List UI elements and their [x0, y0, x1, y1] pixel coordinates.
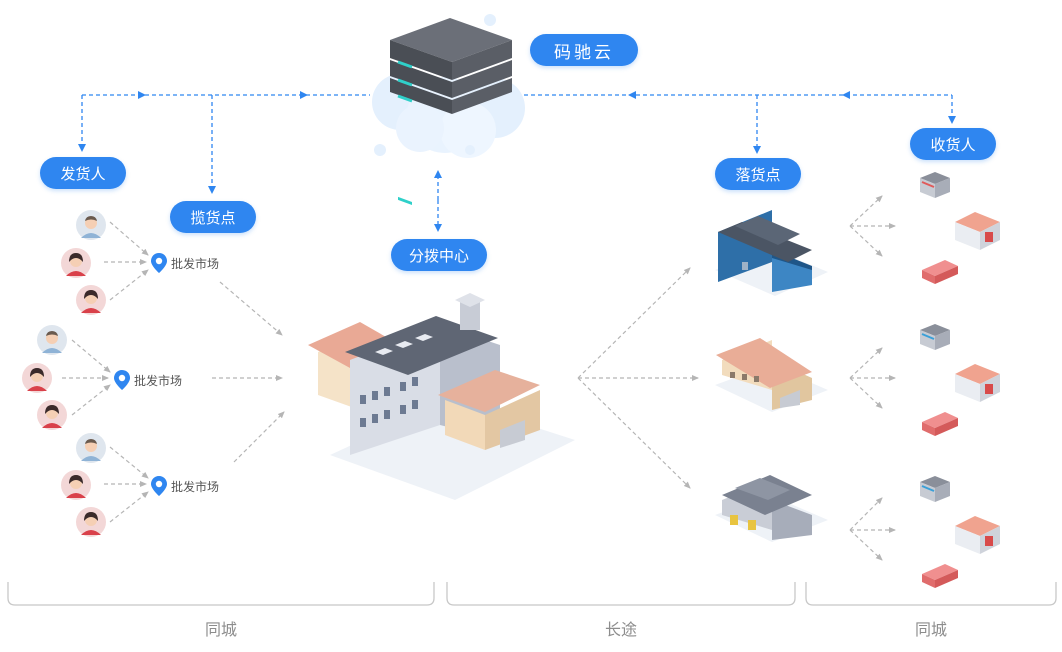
- pickup-point-label: 揽货点: [170, 201, 256, 233]
- drop-point-warehouse-1: [715, 210, 828, 296]
- region-label-local-right: 同城: [914, 620, 948, 639]
- person-avatar-icon: [61, 248, 91, 278]
- drop-point-warehouse-3: [715, 475, 828, 542]
- location-pin-icon: [151, 253, 167, 273]
- person-avatar-icon: [76, 433, 106, 463]
- distribution-center-building: [308, 293, 575, 500]
- cloud-sync-lines: [78, 94, 956, 232]
- flow-direction-arrows: [138, 91, 850, 99]
- region-label-local-left: 同城: [204, 620, 238, 639]
- region-label-long-haul: 长途: [604, 620, 638, 639]
- region-brackets: [7, 582, 1057, 606]
- drop-point-warehouse-2: [715, 338, 828, 412]
- wholesale-market-label: 批发市场: [134, 373, 183, 388]
- person-avatar-icon: [22, 363, 52, 393]
- wholesale-market-3: 批发市场: [150, 475, 219, 497]
- person-avatar-icon: [37, 400, 67, 430]
- person-avatar-icon: [76, 210, 106, 240]
- wholesale-market-1: 批发市场: [150, 252, 219, 274]
- wholesale-market-2: 批发市场: [113, 369, 182, 391]
- shipper-label: 发货人: [40, 157, 126, 189]
- wholesale-market-label: 批发市场: [171, 256, 220, 271]
- person-avatar-icon: [76, 507, 106, 537]
- collection-arrows: [62, 195, 896, 561]
- location-pin-icon: [114, 370, 130, 390]
- drop-point-label: 落货点: [715, 158, 801, 190]
- receiver-label: 收货人: [910, 128, 996, 160]
- person-avatar-icon: [76, 285, 106, 315]
- person-avatar-icon: [61, 470, 91, 500]
- person-avatar-icon: [37, 325, 67, 355]
- wholesale-market-label: 批发市场: [171, 479, 220, 494]
- cloud-platform-label: 码驰云: [530, 34, 638, 66]
- location-pin-icon: [151, 476, 167, 496]
- cloud-server-icon: [372, 14, 525, 205]
- distribution-center-label: 分拨中心: [391, 239, 487, 271]
